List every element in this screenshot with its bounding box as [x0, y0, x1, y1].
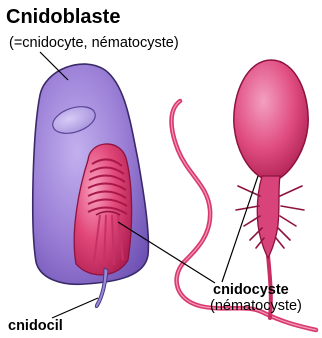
cnidocyste-label: cnidocyste — [213, 283, 289, 298]
title-label: Cnidoblaste — [6, 7, 120, 27]
capsule-bulb — [234, 60, 308, 178]
leader-line-discharged — [222, 176, 258, 282]
leader-line-cnidocil — [52, 298, 98, 318]
cnidocil-label: cnidocil — [8, 319, 63, 334]
capsule-shaft — [257, 176, 280, 258]
nematocyste-label: (nématocyste) — [210, 299, 302, 314]
subtitle-label: (=cnidocyte, nématocyste) — [9, 36, 179, 51]
